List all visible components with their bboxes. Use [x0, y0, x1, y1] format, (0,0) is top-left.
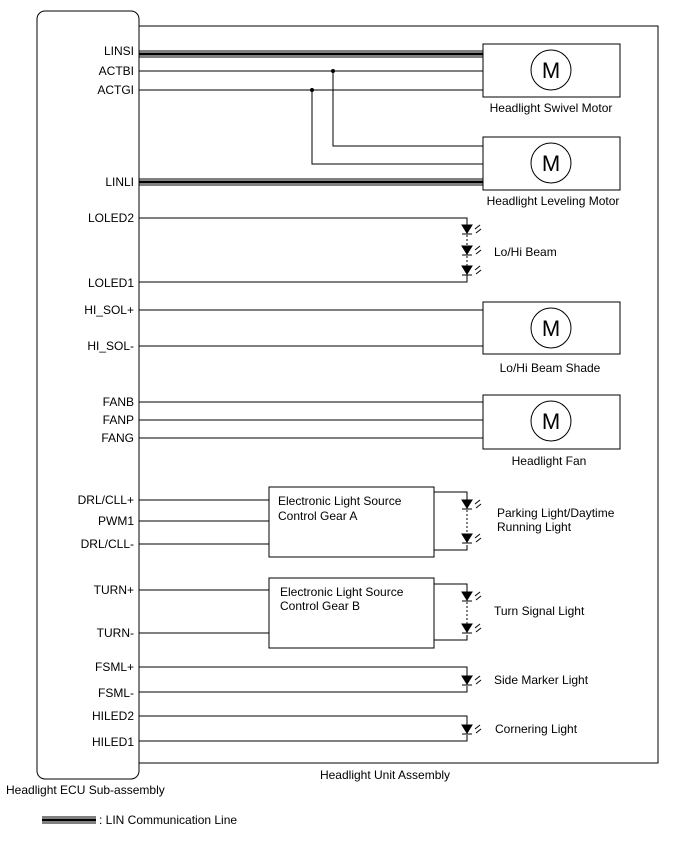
loled2-wire	[139, 217, 468, 225]
control-gear-b-box	[268, 577, 435, 649]
swivel-motor-label: Headlight Swivel Motor	[490, 101, 613, 115]
ecu-label: Headlight ECU Sub-assembly	[6, 783, 165, 797]
motor-symbol: M	[542, 151, 560, 176]
pin-label-actbi: ACTBI	[99, 64, 134, 78]
control-gear-a-label-2: Control Gear A	[278, 509, 357, 523]
led-icon	[461, 724, 482, 735]
control-gear-a-box	[268, 486, 435, 558]
fan-label: Headlight Fan	[512, 454, 587, 468]
fsml-minus-wire	[139, 686, 468, 693]
pin-label-loled2: LOLED2	[88, 211, 134, 225]
lin-legend-symbol	[42, 816, 96, 824]
lo-hi-beam-label: Lo/Hi Beam	[494, 245, 557, 259]
hiled2-wire	[139, 715, 468, 725]
motor-icon: M	[530, 307, 572, 349]
gear-b-output-wire	[434, 583, 468, 592]
motor-icon: M	[530, 400, 572, 442]
pin-label-drl-cll-plus: DRL/CLL+	[78, 493, 134, 507]
control-gear-b-label-1: Electronic Light Source	[280, 585, 404, 599]
lin-legend-label: : LIN Communication Line	[99, 813, 237, 827]
motor-icon: M	[530, 142, 572, 184]
actgi-to-leveling-wire	[311, 90, 483, 165]
pin-label-linli: LINLI	[105, 175, 134, 189]
beam-shade-label: Lo/Hi Beam Shade	[500, 361, 601, 375]
junction-dot	[310, 88, 314, 92]
junction-dot	[331, 69, 335, 73]
pin-label-fsml-plus: FSML+	[95, 660, 134, 674]
control-gear-b-label-2: Control Gear B	[280, 599, 360, 613]
motor-symbol: M	[542, 409, 560, 434]
gear-a-output-wire	[434, 491, 468, 500]
hiled1-wire	[139, 735, 468, 742]
parking-light-label-2: Running Light	[497, 520, 572, 534]
cornering-light-label: Cornering Light	[495, 722, 578, 736]
pin-label-pwm1: PWM1	[98, 514, 134, 528]
pin-label-fang: FANG	[101, 431, 134, 445]
pin-label-hiled2: HILED2	[92, 709, 134, 723]
turn-signal-label: Turn Signal Light	[494, 604, 585, 618]
pin-label-actgi: ACTGI	[97, 83, 134, 97]
lin-leveling-line	[139, 178, 483, 186]
assembly-label: Headlight Unit Assembly	[320, 768, 450, 782]
leveling-motor-label: Headlight Leveling Motor	[487, 194, 620, 208]
led-icon	[461, 675, 482, 686]
pin-label-linsi: LINSI	[104, 44, 134, 58]
pin-label-fanb: FANB	[103, 395, 134, 409]
pin-label-hi-sol-plus: HI_SOL+	[84, 303, 134, 317]
side-marker-label: Side Marker Light	[494, 673, 589, 687]
actbi-to-leveling-wire	[332, 71, 483, 147]
gear-a-return-wire	[434, 545, 468, 551]
pin-label-hiled1: HILED1	[92, 735, 134, 749]
pin-label-hi-sol-minus: HI_SOL-	[87, 339, 134, 353]
led-icon	[461, 245, 482, 256]
pin-label-loled1: LOLED1	[88, 276, 134, 290]
loled1-wire	[139, 275, 468, 283]
gear-b-return-wire	[434, 635, 468, 641]
motor-symbol: M	[542, 316, 560, 341]
motor-icon: M	[530, 49, 572, 91]
led-icon	[461, 265, 482, 276]
control-gear-a-label-1: Electronic Light Source	[278, 494, 402, 508]
led-icon	[461, 623, 482, 634]
led-icon	[461, 224, 482, 235]
led-icon	[461, 499, 482, 510]
pin-label-turn-plus: TURN+	[94, 583, 134, 597]
led-icon	[461, 591, 482, 602]
pin-label-fanp: FANP	[103, 413, 134, 427]
headlight-ecu-box	[36, 10, 140, 780]
led-icon	[461, 533, 482, 544]
pin-label-turn-minus: TURN-	[97, 626, 134, 640]
pin-label-drl-cll-minus: DRL/CLL-	[81, 537, 134, 551]
parking-light-label-1: Parking Light/Daytime	[497, 506, 615, 520]
lin-swivel-line	[139, 50, 483, 58]
motor-symbol: M	[542, 58, 560, 83]
fsml-plus-wire	[139, 666, 468, 676]
pin-label-fsml-minus: FSML-	[98, 686, 134, 700]
